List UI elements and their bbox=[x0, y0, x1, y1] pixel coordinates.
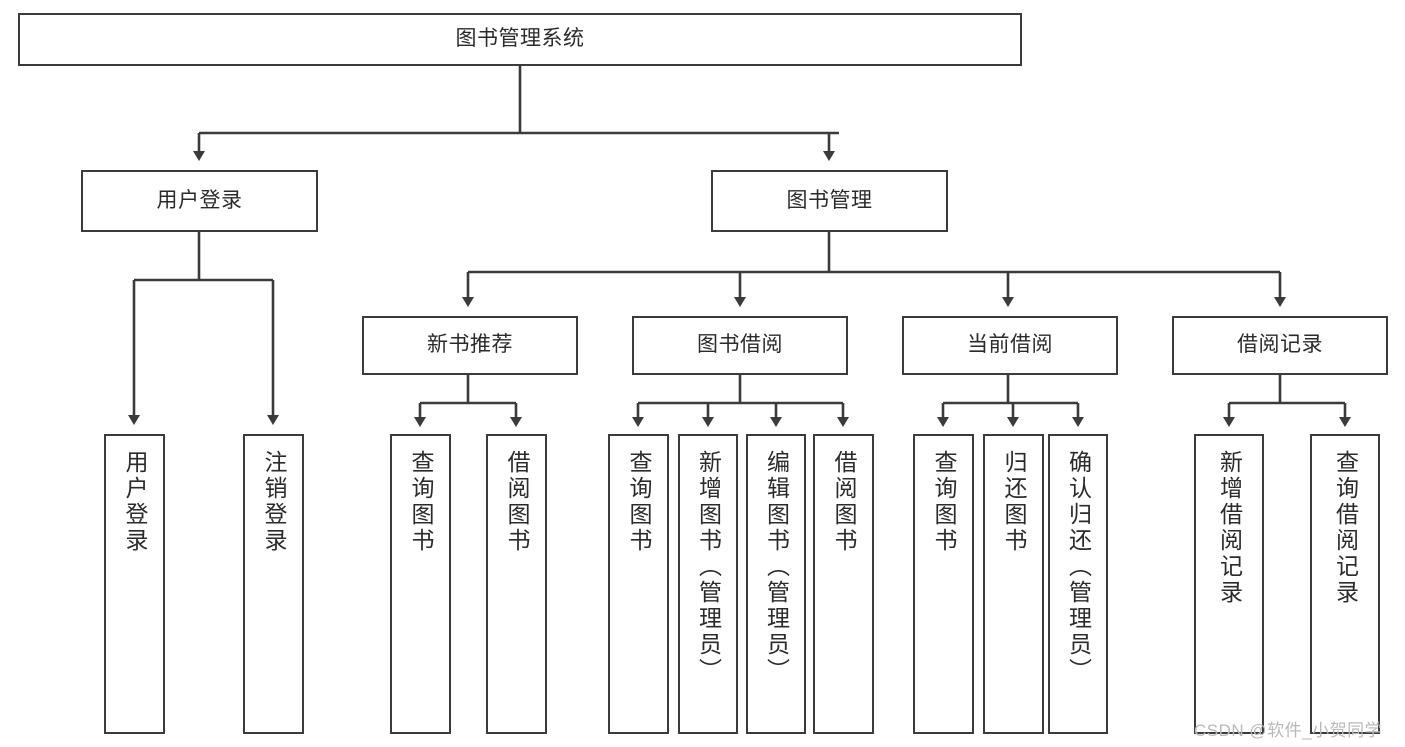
node-leaf-query-borrow-record-label: 查询借阅记录 bbox=[1332, 450, 1359, 606]
node-leaf-borrow-book-rec[interactable]: 借阅图书 bbox=[486, 434, 547, 734]
node-leaf-add-borrow-record[interactable]: 新增借阅记录 bbox=[1194, 434, 1264, 734]
node-user-login[interactable]: 用户登录 bbox=[81, 170, 318, 232]
node-leaf-query-book-rec-label: 查询图书 bbox=[408, 450, 434, 554]
node-book-manage-label: 图书管理 bbox=[786, 188, 873, 212]
node-leaf-borrow-book[interactable]: 借阅图书 bbox=[813, 434, 874, 734]
node-leaf-add-book[interactable]: 新增图书（管理员） bbox=[678, 434, 738, 734]
node-leaf-user-logout-label: 注销登录 bbox=[261, 450, 287, 554]
node-root[interactable]: 图书管理系统 bbox=[18, 13, 1022, 66]
node-leaf-add-borrow-record-label: 新增借阅记录 bbox=[1216, 450, 1243, 606]
node-leaf-query-book-rec[interactable]: 查询图书 bbox=[390, 434, 451, 734]
node-leaf-query-book-current[interactable]: 查询图书 bbox=[913, 434, 974, 734]
node-user-login-label: 用户登录 bbox=[156, 188, 243, 212]
node-new-book-recommend-label: 新书推荐 bbox=[427, 333, 513, 357]
node-leaf-confirm-return[interactable]: 确认归还（管理员） bbox=[1048, 434, 1108, 734]
watermark: CSDN @软件_小贺同学 bbox=[1194, 721, 1383, 740]
node-leaf-return-book[interactable]: 归还图书 bbox=[983, 434, 1044, 734]
node-current-borrow-label: 当前借阅 bbox=[967, 333, 1053, 357]
node-leaf-user-logout[interactable]: 注销登录 bbox=[243, 434, 304, 734]
node-book-manage[interactable]: 图书管理 bbox=[711, 170, 948, 232]
node-leaf-edit-book[interactable]: 编辑图书（管理员） bbox=[746, 434, 806, 734]
node-leaf-query-book-borrow-label: 查询图书 bbox=[626, 450, 652, 554]
node-leaf-user-login-label: 用户登录 bbox=[122, 450, 148, 554]
node-root-label: 图书管理系统 bbox=[455, 27, 585, 51]
node-book-borrow[interactable]: 图书借阅 bbox=[632, 316, 848, 375]
node-leaf-borrow-book-label: 借阅图书 bbox=[831, 450, 857, 554]
node-leaf-query-book-borrow[interactable]: 查询图书 bbox=[608, 434, 669, 734]
node-leaf-return-book-label: 归还图书 bbox=[1001, 450, 1027, 554]
node-borrow-record[interactable]: 借阅记录 bbox=[1172, 316, 1388, 375]
node-book-borrow-label: 图书借阅 bbox=[697, 333, 783, 357]
node-leaf-add-book-label: 新增图书（管理员） bbox=[695, 450, 722, 684]
node-new-book-recommend[interactable]: 新书推荐 bbox=[362, 316, 578, 375]
node-leaf-query-borrow-record[interactable]: 查询借阅记录 bbox=[1310, 434, 1380, 734]
node-leaf-edit-book-label: 编辑图书（管理员） bbox=[763, 450, 790, 684]
node-leaf-borrow-book-rec-label: 借阅图书 bbox=[504, 450, 530, 554]
node-borrow-record-label: 借阅记录 bbox=[1237, 333, 1323, 357]
node-current-borrow[interactable]: 当前借阅 bbox=[902, 316, 1118, 375]
node-leaf-query-book-current-label: 查询图书 bbox=[931, 450, 957, 554]
node-leaf-user-login[interactable]: 用户登录 bbox=[104, 434, 165, 734]
node-leaf-confirm-return-label: 确认归还（管理员） bbox=[1065, 450, 1092, 684]
